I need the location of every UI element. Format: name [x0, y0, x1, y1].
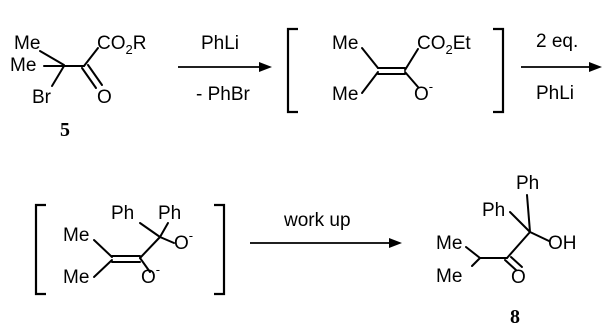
bond-i2-oxide-lower	[139, 257, 151, 273]
arrow-2-head	[589, 62, 602, 72]
compound-5-bromine: Br	[32, 87, 52, 108]
intermediate-1: Me Me CO2Et O-	[286, 27, 505, 114]
bracket-1-right	[493, 27, 505, 114]
bond-8-me-bottom	[471, 257, 481, 267]
bond-i2-ph-right	[159, 222, 169, 238]
intermediate-2-phenyl-right: Ph	[158, 203, 181, 224]
reaction-arrow-2: 2 eq. PhLi	[521, 31, 602, 104]
step1-byproduct: - PhBr	[196, 84, 251, 105]
bond-8-oh	[529, 231, 550, 242]
intermediate-1-ester: CO2Et	[417, 33, 471, 57]
bond-i2-me-bottom	[93, 259, 113, 278]
bond-8-co-b	[510, 256, 523, 268]
intermediate-2-methyl-bottom: Me	[63, 267, 89, 288]
bond-i1-me-top	[361, 47, 379, 69]
bracket-2-left	[34, 203, 46, 296]
compound-8-number: 8	[510, 306, 520, 328]
bond-8-ph-left	[509, 211, 531, 233]
step3-condition: work up	[283, 210, 351, 231]
compound-5: Me Me Br CO2R O 5	[10, 33, 146, 141]
bond-5-ester	[83, 47, 99, 67]
compound-8-oxygen: O	[511, 267, 526, 288]
compound-5-oxygen: O	[97, 87, 112, 108]
bond-5-co-a	[81, 67, 97, 89]
bond-i1-ester	[404, 48, 419, 71]
intermediate-1-methyl-bottom: Me	[332, 84, 358, 105]
compound-8-phenyl-top: Ph	[516, 173, 539, 194]
bond-8-me-top	[465, 246, 481, 259]
intermediate-2-methyl-top: Me	[63, 225, 89, 246]
compound-5-ester: CO2R	[97, 33, 146, 57]
compound-5-methyl-top: Me	[14, 33, 40, 54]
arrow-3-head	[389, 238, 402, 248]
step1-reagent: PhLi	[201, 33, 239, 54]
intermediate-1-methyl-top: Me	[332, 33, 358, 54]
bond-8-c-carbinol	[506, 231, 531, 259]
compound-5-number: 5	[60, 119, 70, 141]
bond-5-me-top	[39, 50, 65, 66]
bond-i2-ph-left	[139, 222, 161, 238]
compound-8-phenyl-left: Ph	[482, 200, 505, 221]
intermediate-1-oxide: O-	[414, 79, 433, 105]
compound-8: Ph Ph OH Me Me O 8	[436, 173, 577, 328]
bond-i2-c-c	[139, 236, 161, 259]
reaction-arrow-3: work up	[250, 210, 402, 248]
compound-8-methyl-top: Me	[436, 233, 462, 254]
step2-equiv: 2 eq.	[536, 31, 578, 52]
bracket-2-right	[214, 203, 226, 296]
compound-5-methyl-bottom: Me	[10, 55, 36, 76]
compound-8-methyl-bottom: Me	[436, 266, 462, 287]
step2-reagent: PhLi	[536, 83, 574, 104]
bond-i2-me-top	[93, 239, 113, 258]
bond-5-co-b	[87, 64, 103, 86]
bond-i2-oxide-upper	[159, 236, 175, 244]
reaction-arrow-1: PhLi - PhBr	[178, 33, 272, 105]
compound-8-hydroxyl: OH	[548, 233, 577, 254]
intermediate-2-phenyl-left: Ph	[111, 203, 134, 224]
arrow-1-head	[259, 62, 272, 72]
bond-8-ph-top	[526, 194, 531, 233]
bond-8-co-a	[504, 259, 517, 271]
intermediate-2: Ph Ph Me Me O- O-	[34, 203, 226, 296]
intermediate-2-oxide-upper: O-	[174, 228, 193, 254]
bond-i1-me-bottom	[361, 71, 379, 94]
bond-i1-oxide	[404, 71, 419, 88]
bond-5-br	[51, 65, 65, 87]
bracket-1-left	[286, 27, 298, 114]
intermediate-2-oxide-lower: O-	[141, 262, 160, 288]
